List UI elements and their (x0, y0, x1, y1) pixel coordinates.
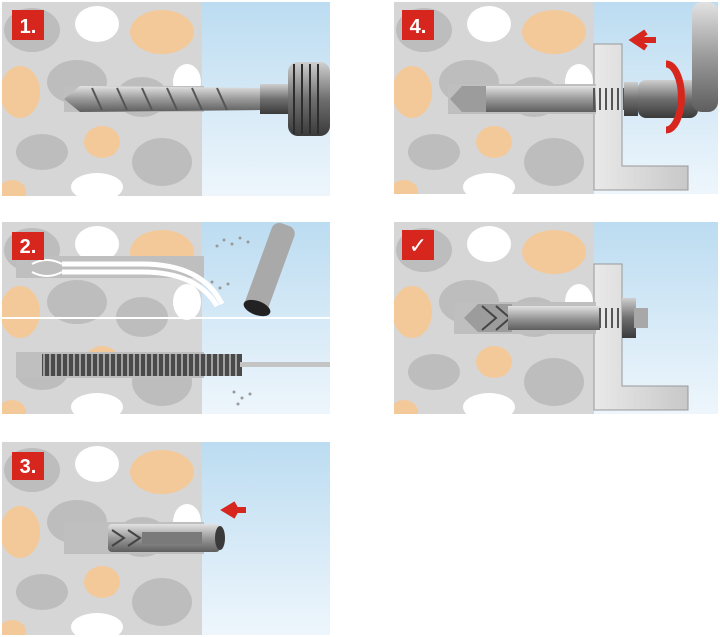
chuck-knurling (293, 64, 319, 134)
step-5-completed-illustration: ✓ (394, 222, 718, 414)
check-icon: ✓ (409, 234, 427, 259)
cleaning-brush (42, 354, 330, 376)
dust-cloud-lower (232, 390, 252, 406)
step-badge-label: 2. (20, 236, 37, 258)
step-4-panel: 4. (394, 2, 718, 194)
step-5-panel: ✓ (394, 222, 718, 414)
completed-badge: ✓ (402, 230, 434, 260)
step-4-tightening-illustration: 4. (394, 2, 718, 194)
step-badge: 3. (12, 452, 44, 480)
step-badge-label: 3. (20, 456, 37, 478)
fixture-angle-plate (593, 263, 689, 411)
anchor-bolt (108, 524, 225, 552)
step-2-panel: 2. (2, 222, 330, 414)
step-1-panel: 1. (2, 2, 330, 196)
step-badge-label: 1. (20, 16, 37, 38)
air-flow-arrows (31, 259, 63, 277)
step-badge: 4. (402, 10, 434, 40)
step-3-inserting-illustration: 3. (2, 442, 330, 635)
fixture-angle-plate (593, 43, 689, 191)
anchor-bolt (450, 82, 638, 116)
anchor-bolt (464, 298, 648, 338)
drill-bit (64, 86, 262, 112)
insert-direction-arrow (220, 501, 246, 519)
drill-flutes (91, 87, 228, 111)
rotation-arrow (665, 60, 685, 134)
dust-cloud-upper (210, 236, 250, 290)
step-3-panel: 3. (2, 442, 330, 635)
drill-chuck-collar (260, 84, 290, 114)
direction-arrow (628, 29, 656, 51)
blow-pump (243, 222, 295, 317)
step-2-cleaning-illustration: 2. (2, 222, 330, 414)
step-1-drilling-illustration: 1. (2, 2, 330, 196)
blow-tube (62, 261, 225, 308)
step-badge: 1. (12, 10, 44, 40)
step-badge-label: 4. (410, 16, 427, 38)
step-badge: 2. (12, 232, 44, 260)
